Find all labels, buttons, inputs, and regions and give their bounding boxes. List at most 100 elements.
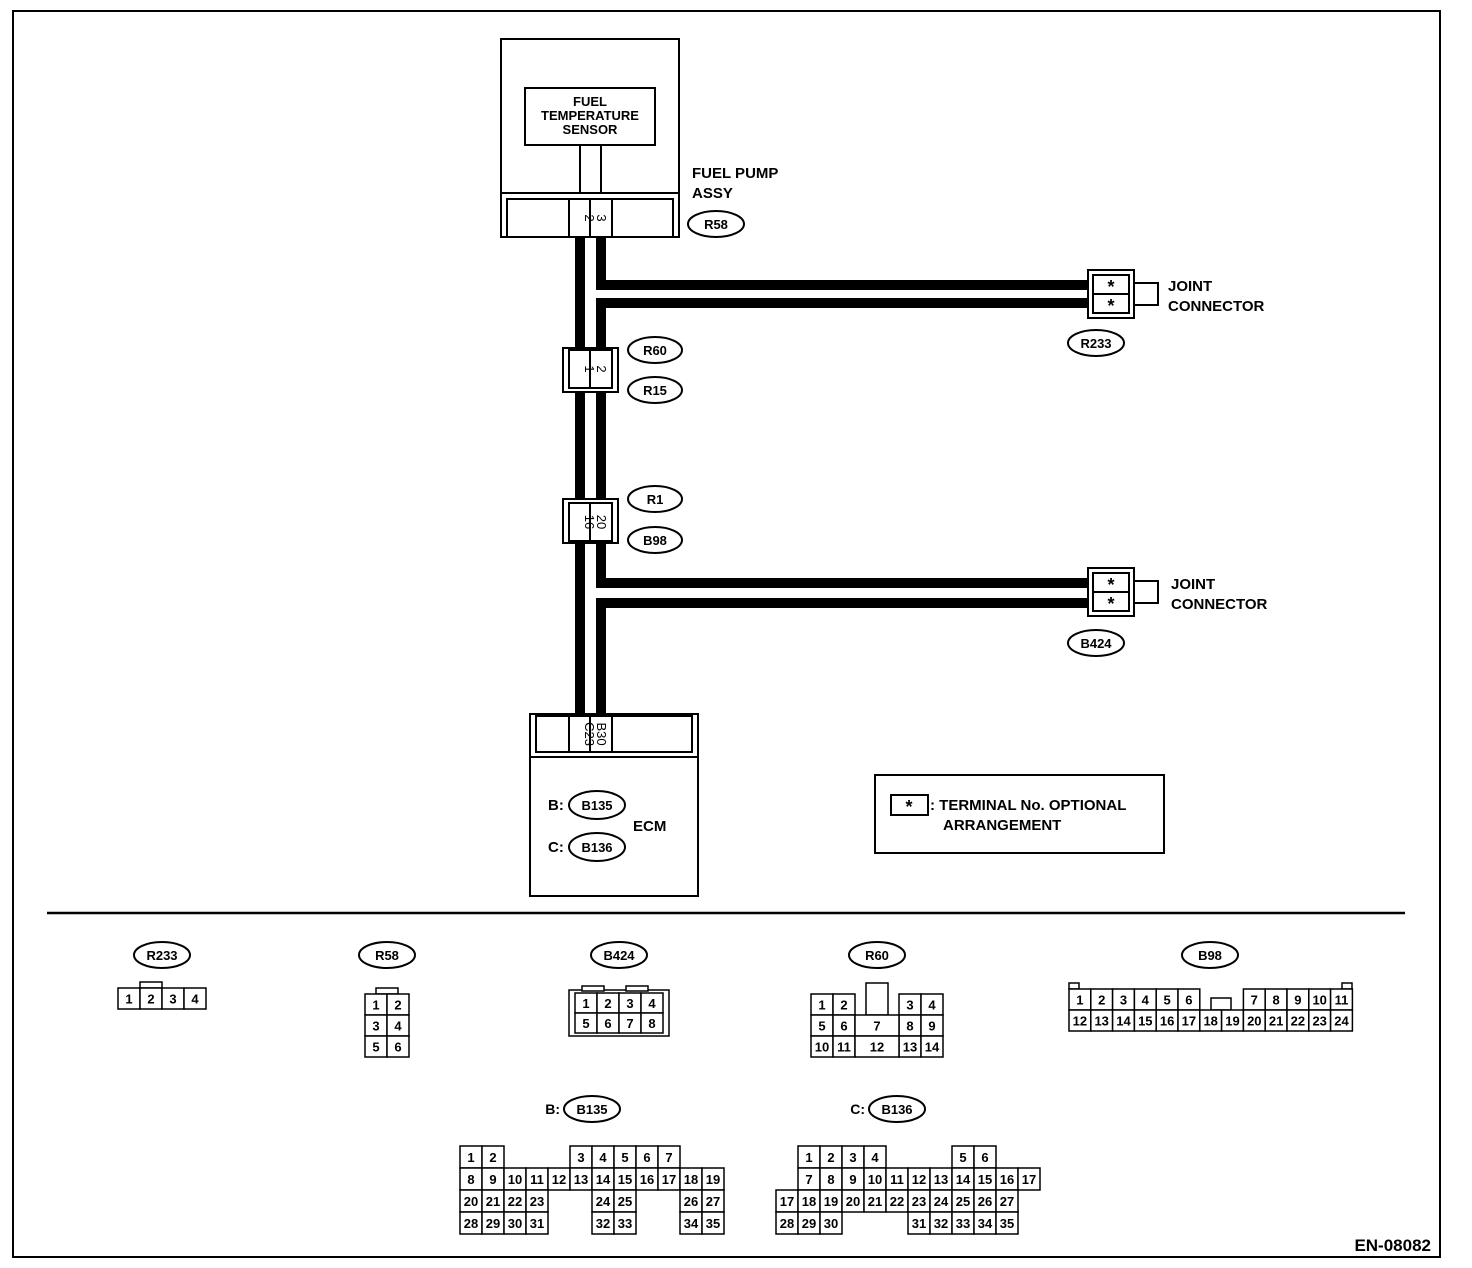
- view-tag-text: B424: [603, 948, 635, 963]
- view-tag-r60: R60: [848, 941, 906, 969]
- legend-symbol: *: [905, 797, 912, 817]
- pin-label: 32: [934, 1216, 948, 1231]
- pin-label: 7: [873, 1019, 880, 1034]
- pump-terminal-2: 2: [582, 214, 597, 221]
- pin-label: 4: [191, 992, 199, 1007]
- pin-label: 16: [640, 1172, 654, 1187]
- pin-label: 18: [684, 1172, 698, 1187]
- pin-label: 22: [508, 1194, 522, 1209]
- pin-label: 34: [978, 1216, 993, 1231]
- pin-cell: [640, 1012, 664, 1034]
- joint2-label-line-1: JOINT: [1171, 576, 1215, 593]
- view-tag-text: R60: [865, 948, 889, 963]
- pin-label: 17: [780, 1194, 794, 1209]
- pin-label: 5: [621, 1150, 628, 1165]
- pin-label: 4: [1142, 993, 1150, 1008]
- pin-label: 3: [849, 1150, 856, 1165]
- pin-label: 25: [618, 1194, 632, 1209]
- pin-label: 8: [648, 1016, 655, 1031]
- inline1-terminal-2: 2: [594, 365, 609, 372]
- connector-tag-ecm-b135: [568, 790, 626, 820]
- pin-label: 22: [1291, 1014, 1305, 1029]
- pin-label: 10: [815, 1040, 829, 1055]
- pin-label: 4: [928, 998, 936, 1013]
- pin-label: 18: [1203, 1014, 1217, 1029]
- pin-label: 28: [464, 1216, 478, 1231]
- pin-label: 2: [1098, 993, 1105, 1008]
- connector-tag-r15: [627, 376, 683, 404]
- connector-tag-b424-text: B424: [1080, 636, 1112, 651]
- pin-label: 3: [372, 1019, 379, 1034]
- pin-label: 10: [508, 1172, 522, 1187]
- view-tag-r233: R233: [133, 941, 191, 969]
- pin-label: 34: [684, 1216, 699, 1231]
- pin-cell: [525, 1211, 549, 1235]
- pin-cell: [183, 987, 207, 1010]
- pin-label: 6: [394, 1040, 401, 1055]
- pin-label: 3: [906, 998, 913, 1013]
- pin-label: 14: [956, 1172, 971, 1187]
- pin-label: 12: [552, 1172, 566, 1187]
- pin-label: 17: [662, 1172, 676, 1187]
- pin-label: 29: [486, 1216, 500, 1231]
- pin-label: 27: [1000, 1194, 1014, 1209]
- connector-tag-r233: [1067, 329, 1125, 357]
- pin-label: 2: [827, 1150, 834, 1165]
- joint2-label-line-2: CONNECTOR: [1171, 596, 1268, 613]
- fuel-pump-assy: FUEL TEMPERATURE SENSOR 2 3: [500, 38, 680, 238]
- view-tag-text: B136: [881, 1102, 912, 1117]
- inline-connector-r1-b98: 16 20: [562, 498, 619, 544]
- pin-label: 6: [604, 1016, 611, 1031]
- pin-label: 20: [464, 1194, 478, 1209]
- pin-label: 15: [978, 1172, 992, 1187]
- pin-cell: [1017, 1167, 1041, 1191]
- pin-label: 9: [849, 1172, 856, 1187]
- pin-label: 2: [840, 998, 847, 1013]
- view-tag-prefix: B:: [545, 1101, 560, 1117]
- pin-label: 3: [169, 992, 176, 1007]
- connector-tag-r58: [687, 210, 745, 238]
- inline2-terminal-20: 20: [594, 515, 609, 529]
- pin-label: 17: [1022, 1172, 1036, 1187]
- pin-label: 13: [903, 1040, 917, 1055]
- pin-label: 4: [599, 1150, 607, 1165]
- joint1-label-line-1: JOINT: [1168, 278, 1212, 295]
- pin-label: 28: [780, 1216, 794, 1231]
- pin-label: 20: [1247, 1014, 1261, 1029]
- pin-label: 8: [1272, 993, 1279, 1008]
- sensor-label-line-3: SENSOR: [563, 122, 619, 137]
- pin-label: 9: [489, 1172, 496, 1187]
- legend-box: * : TERMINAL No. OPTIONAL ARRANGEMENT: [874, 774, 1165, 854]
- pin-label: 3: [626, 996, 633, 1011]
- pin-label: 15: [1138, 1014, 1152, 1029]
- pin-label: 8: [906, 1019, 913, 1034]
- joint1-terminal-a: *: [1107, 277, 1114, 297]
- pin-label: 2: [604, 996, 611, 1011]
- pin-label: 3: [1120, 993, 1127, 1008]
- ecm-terminal-c23: C23: [582, 722, 597, 746]
- pump-terminal-3: 3: [594, 214, 609, 221]
- diagram-code: EN-08082: [1354, 1236, 1431, 1255]
- pin-label: 6: [643, 1150, 650, 1165]
- pin-label: 11: [837, 1040, 851, 1055]
- pin-label: 7: [1251, 993, 1258, 1008]
- joint1-label-line-2: CONNECTOR: [1168, 298, 1265, 315]
- pin-label: 10: [1312, 993, 1326, 1008]
- pin-label: 1: [818, 998, 825, 1013]
- pin-label: 21: [486, 1194, 500, 1209]
- pin-cell: [701, 1211, 725, 1235]
- pin-label: 23: [912, 1194, 926, 1209]
- pin-label: 31: [530, 1216, 544, 1231]
- view-tag-b98: B98: [1181, 941, 1239, 969]
- fuel-pump-label-line-2: ASSY: [692, 185, 733, 202]
- legend-line-2: ARRANGEMENT: [943, 817, 1061, 834]
- pin-label: 12: [1073, 1014, 1087, 1029]
- pin-label: 21: [1269, 1014, 1283, 1029]
- ecm-b-prefix: B:: [548, 797, 564, 814]
- pin-label: 5: [1163, 993, 1170, 1008]
- pin-label: 14: [1116, 1014, 1131, 1029]
- pin-label: 19: [1225, 1014, 1239, 1029]
- pin-label: 14: [925, 1040, 940, 1055]
